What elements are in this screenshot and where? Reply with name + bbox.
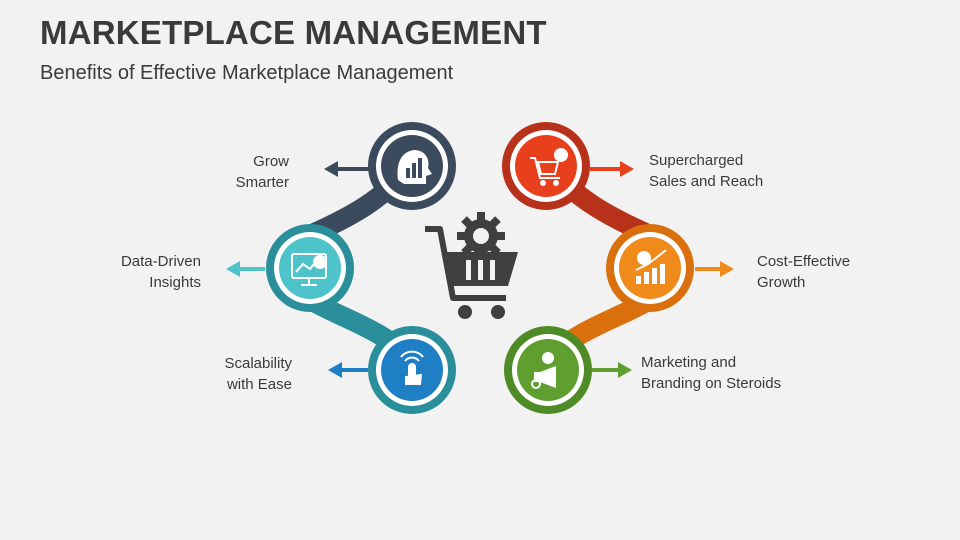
- node-supercharged: [502, 122, 590, 210]
- arrow-supercharged: [590, 161, 634, 177]
- node-marketing: [504, 326, 592, 414]
- node-grow-smarter: [368, 122, 456, 210]
- megaphone-award-icon: [531, 352, 556, 389]
- page-title: MARKETPLACE MANAGEMENT: [40, 14, 547, 51]
- arrow-cost-effective: [695, 261, 734, 277]
- arrow-scalability: [328, 362, 368, 378]
- touch-signal-icon: [400, 350, 424, 385]
- shopping-cart-gear-icon: [425, 212, 518, 319]
- arrow-data-driven: [226, 261, 265, 277]
- cart-megaphone-icon: [530, 148, 568, 186]
- node-scalability: [368, 326, 456, 414]
- arrow-grow-smarter: [324, 161, 370, 177]
- analytics-monitor-icon: [291, 253, 327, 286]
- node-cost-effective: [606, 224, 694, 312]
- node-data-driven: [266, 224, 354, 312]
- brain-chart-icon: [397, 150, 432, 184]
- growth-chart-icon: [635, 249, 667, 284]
- arrow-marketing: [592, 362, 632, 378]
- page-subtitle: Benefits of Effective Marketplace Manage…: [40, 62, 454, 84]
